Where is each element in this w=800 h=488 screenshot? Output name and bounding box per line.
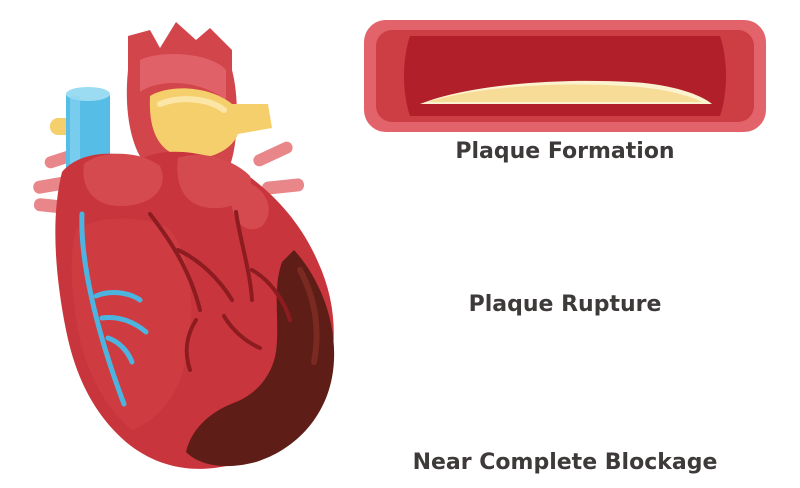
aorta — [149, 88, 272, 159]
caption-plaque-rupture: Plaque Rupture — [468, 292, 662, 317]
heart-illustration — [33, 22, 335, 469]
caption-plaque-formation: Plaque Formation — [455, 139, 675, 164]
coronary-vein — [79, 211, 149, 407]
artery-panel-plaque-formation — [364, 20, 766, 132]
infarct-region — [186, 250, 335, 467]
caption-near-complete-blockage: Near Complete Blockage — [412, 450, 718, 475]
coronary-arteries — [148, 210, 292, 372]
